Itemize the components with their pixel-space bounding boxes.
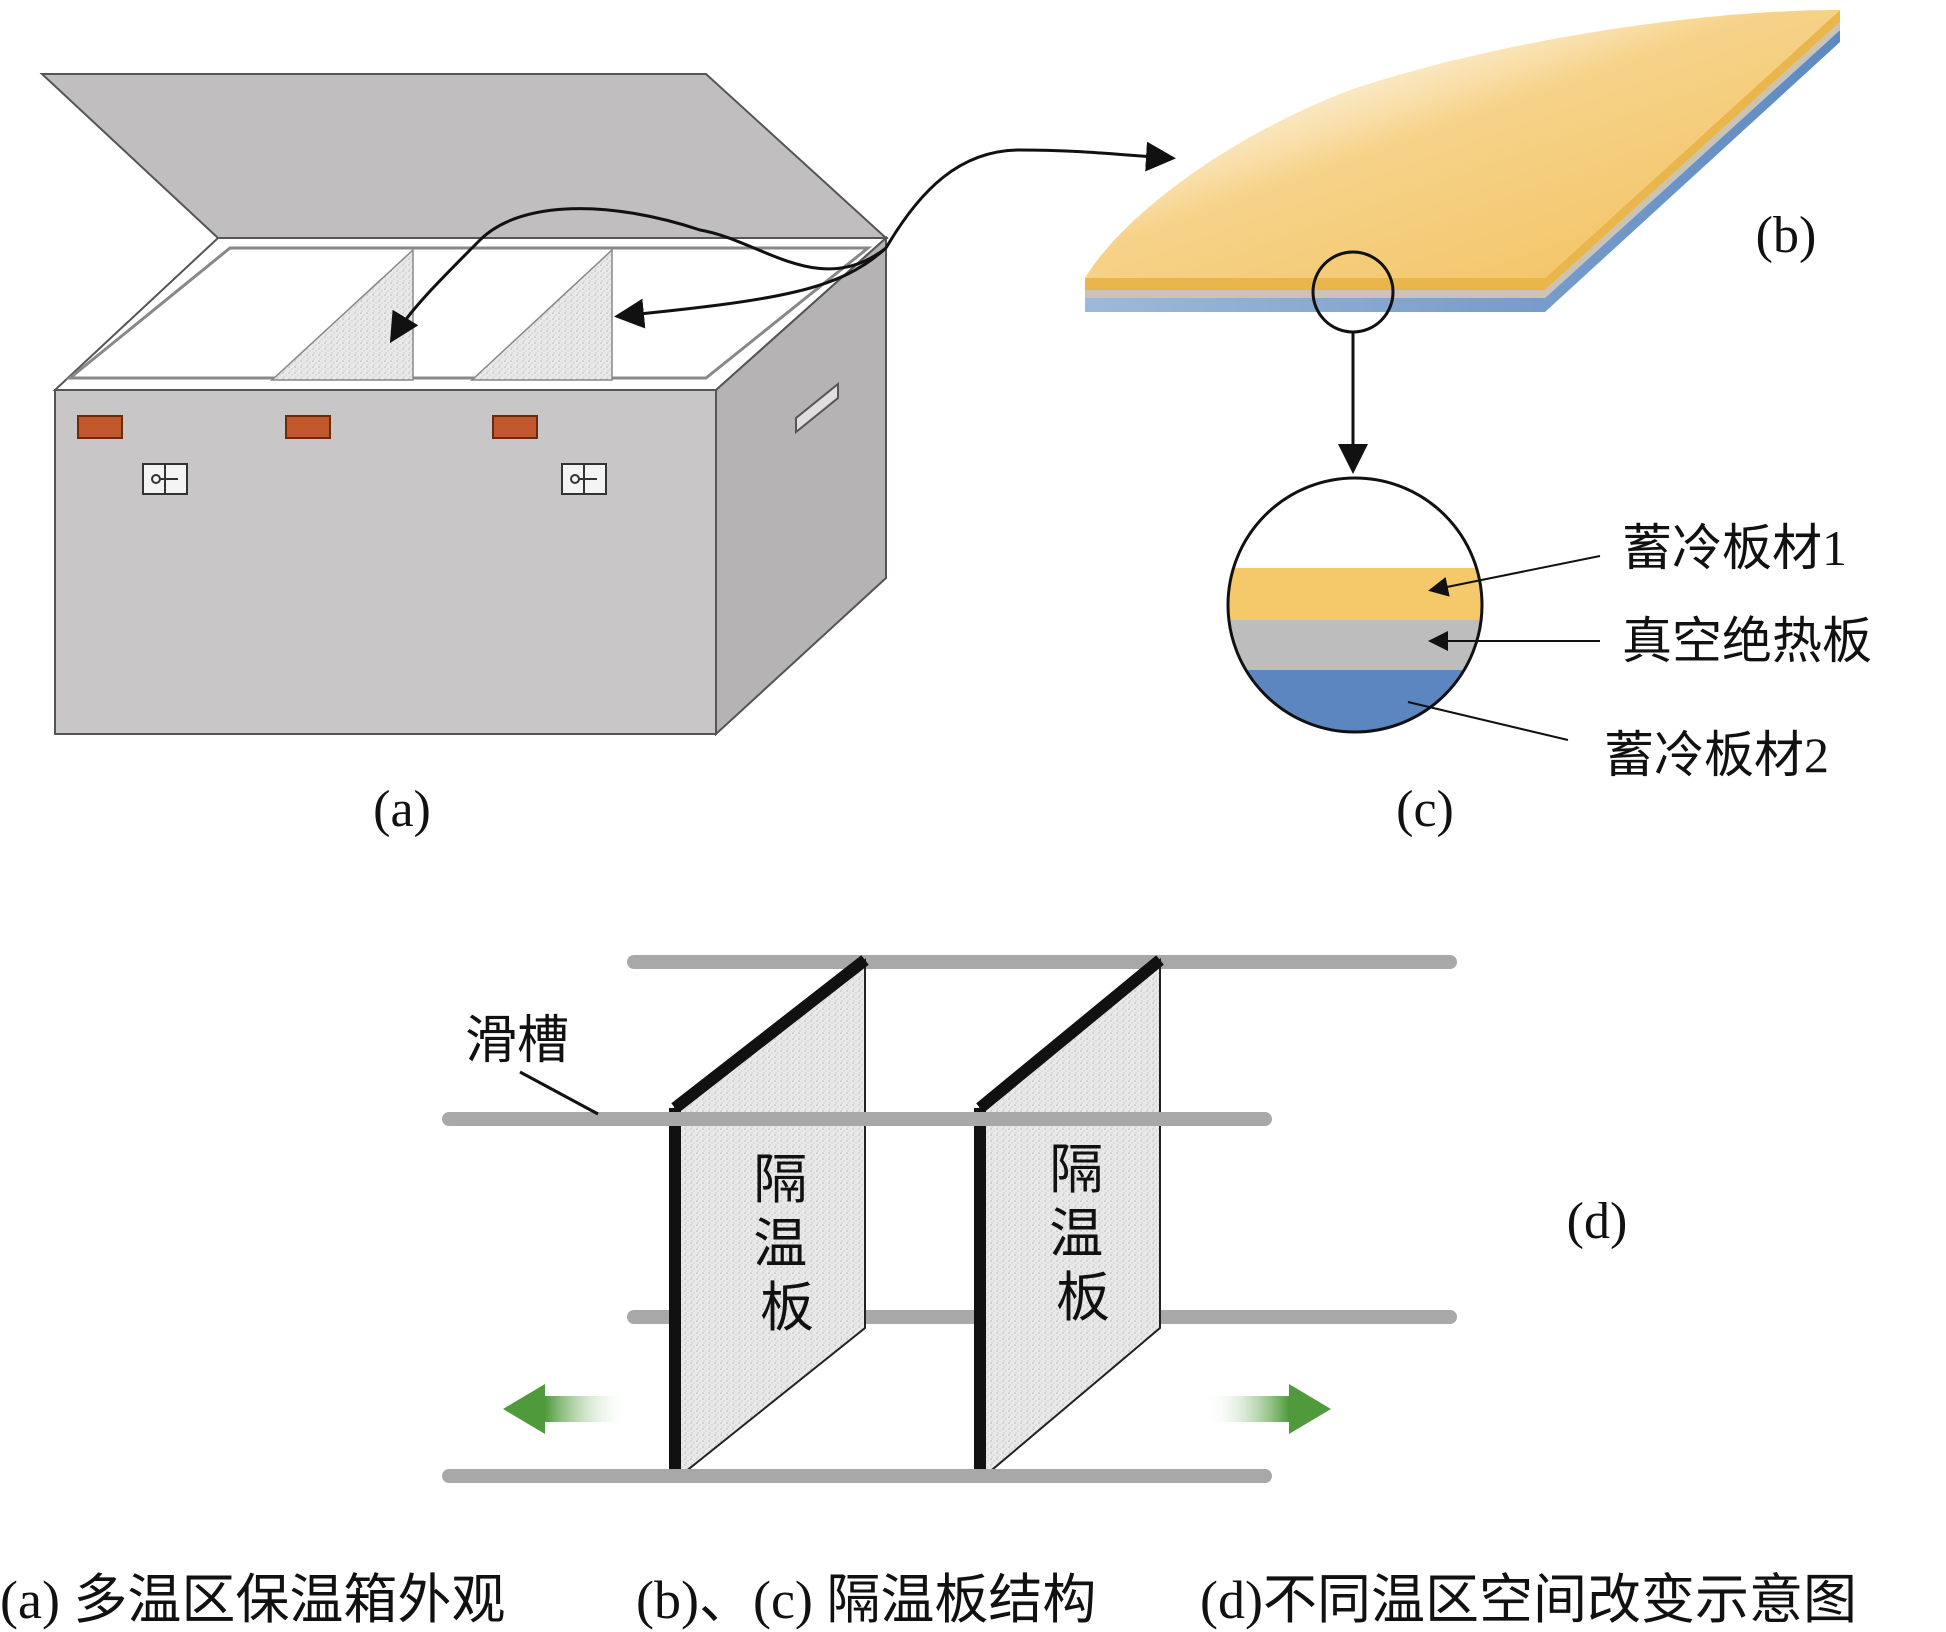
panel-c-cross-section: 蓄冷板材1 真空绝热板 蓄冷板材2 (1226, 476, 1872, 783)
panel-c-label: (c) (1396, 781, 1454, 838)
caption-a: (a) 多温区保温箱外观 (0, 1570, 505, 1630)
partition-2-char-3: 板 (1056, 1268, 1110, 1328)
rail-leader (519, 1070, 599, 1116)
partition-panel-1[interactable] (669, 955, 869, 1483)
panel-a-label: (a) (373, 781, 431, 838)
latch-2 (561, 463, 607, 495)
layer-storage-2 (1228, 670, 1482, 732)
partition-label-2: 隔 温 板 (1049, 1140, 1117, 1328)
leader-storage-1 (1428, 555, 1601, 597)
caption-bc: (b)、(c) 隔温板结构 (636, 1570, 1096, 1630)
plate-blue-layer (1085, 30, 1840, 312)
inner-partition-2 (470, 248, 613, 381)
handle-1 (77, 415, 123, 439)
layer-label-vacuum: 真空绝热板 (1622, 613, 1872, 669)
rail-front-top (442, 1112, 1272, 1126)
plate-yellow-layer (1085, 10, 1840, 290)
caption-d: (d)不同温区空间改变示意图 (1200, 1570, 1857, 1630)
arrow-to-plate (884, 141, 1176, 249)
panel-d-label: (d) (1567, 1193, 1628, 1250)
side-handle (795, 381, 839, 435)
layer-label-storage-2: 蓄冷板材2 (1604, 727, 1829, 783)
layer-storage-1 (1228, 568, 1482, 620)
arrow-to-partition-2 (614, 246, 888, 329)
box-side-face (715, 235, 887, 737)
partition-1-char-2: 温 (753, 1214, 807, 1274)
panel-b-label: (b) (1756, 207, 1817, 264)
rail-label: 滑槽 (465, 1013, 569, 1070)
partition-1-char-1: 隔 (753, 1150, 807, 1210)
partition-panel-2[interactable] (974, 955, 1164, 1483)
zoom-circle-large (1226, 476, 1484, 734)
handle-3 (492, 415, 538, 439)
handle-2 (285, 415, 331, 439)
box-rim (65, 246, 873, 380)
layer-vacuum-panel (1228, 620, 1482, 670)
plate-yellow-top (1085, 10, 1840, 278)
arrow-to-partition-1 (389, 207, 887, 344)
panel-a-box (39, 73, 1176, 737)
panel-b-plate (1085, 10, 1840, 474)
rail-back-top (627, 955, 1457, 969)
partition-2-char-1: 隔 (1049, 1140, 1103, 1200)
rail-front-bottom (442, 1469, 1272, 1483)
box-lid (39, 73, 889, 239)
plate-gray-layer (1085, 22, 1840, 298)
layer-label-storage-1: 蓄冷板材1 (1622, 520, 1847, 576)
slide-left-arrow (503, 1384, 629, 1434)
partition-label-1: 隔 温 板 (753, 1150, 821, 1338)
panel-d-slide-diagram: 隔 温 板 隔 温 板 滑槽 (442, 955, 1457, 1483)
partition-1-char-3: 板 (760, 1278, 814, 1338)
partition-2-char-2: 温 (1049, 1204, 1103, 1264)
box-front-face (54, 389, 717, 735)
latch-1 (142, 463, 188, 495)
slide-right-arrow (1205, 1384, 1331, 1434)
leader-storage-2 (1407, 701, 1569, 741)
